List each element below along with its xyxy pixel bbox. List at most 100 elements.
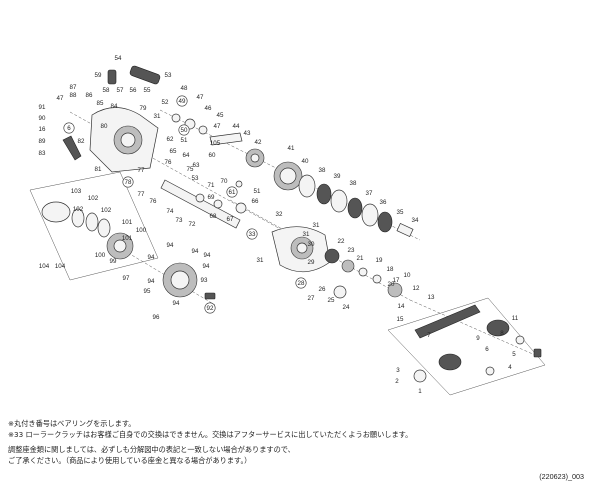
callout-99: 99 [110, 258, 117, 265]
callout-77: 77 [138, 191, 145, 198]
callout-12: 12 [413, 285, 420, 292]
callout-85: 85 [97, 100, 104, 107]
callout-label: 12 [413, 285, 420, 292]
callout-105: 105 [210, 140, 221, 147]
callout-label: 100 [95, 252, 106, 259]
callout-63: 63 [193, 162, 200, 169]
callout-label: 15 [397, 316, 404, 323]
callout-label: 22 [338, 238, 345, 245]
callout-label: 26 [319, 286, 326, 293]
callout-label: 47 [57, 95, 64, 102]
callout-13: 13 [428, 294, 435, 301]
callout-label: 97 [123, 275, 130, 282]
callout-label: 69 [208, 194, 215, 201]
callout-23: 23 [348, 247, 355, 254]
callout-21: 21 [357, 255, 364, 262]
bearing-circle-92 [204, 302, 216, 314]
callout-label: 32 [276, 211, 283, 218]
callout-label: 28 [298, 280, 305, 287]
callout-61: 61 [226, 186, 238, 198]
callout-label: 16 [39, 126, 46, 133]
callout-48: 48 [181, 85, 188, 92]
callout-104: 104 [39, 263, 50, 270]
callout-45: 45 [217, 112, 224, 119]
callout-label: 67 [227, 216, 234, 223]
callout-label: 25 [328, 297, 335, 304]
callout-label: 49 [179, 98, 186, 105]
callout-label: 104 [39, 263, 50, 270]
callout-label: 58 [103, 87, 110, 94]
handle-assembly [413, 304, 542, 383]
callout-47: 47 [197, 94, 204, 101]
callout-label: 102 [73, 206, 84, 213]
callout-36: 36 [380, 199, 387, 206]
callout-label: 36 [380, 199, 387, 206]
callout-label: 72 [189, 221, 196, 228]
callout-label: 81 [95, 166, 102, 173]
callout-94: 94 [173, 300, 180, 307]
callout-label: 19 [376, 257, 383, 264]
callout-label: 20 [388, 281, 395, 288]
callout-52: 52 [162, 99, 169, 106]
bearing-circle-61 [226, 186, 238, 198]
callout-label: 43 [244, 130, 251, 137]
callout-11: 11 [512, 315, 519, 322]
callout-60: 60 [209, 152, 216, 159]
callout-label: 59 [95, 72, 102, 79]
callout-20: 20 [388, 281, 395, 288]
callout-43: 43 [244, 130, 251, 137]
callout-49: 49 [176, 95, 188, 107]
callout-104: 104 [55, 263, 66, 270]
callout-label: 48 [181, 85, 188, 92]
callout-label: 53 [192, 175, 199, 182]
callout-label: 17 [393, 277, 400, 284]
callout-label: 9 [476, 335, 480, 342]
callout-22: 22 [338, 238, 345, 245]
callout-label: 30 [308, 241, 315, 248]
callout-51: 51 [181, 137, 188, 144]
callout-6: 6 [63, 122, 75, 134]
callout-label: 105 [210, 140, 221, 147]
callout-93: 93 [201, 277, 208, 284]
callout-6: 6 [485, 346, 489, 353]
callout-label: 94 [204, 252, 211, 259]
callout-2: 2 [395, 378, 399, 385]
callout-label: 50 [181, 127, 188, 134]
callout-label: 94 [148, 278, 155, 285]
callout-29: 29 [308, 259, 315, 266]
callout-69: 69 [208, 194, 215, 201]
callout-label: 31 [154, 113, 161, 120]
callout-label: 18 [387, 266, 394, 273]
callout-33: 33 [246, 228, 258, 240]
callout-9: 9 [476, 335, 480, 342]
note-washers-1: 調整座金類に関しましては、必ずしも分解図中の表記と一致しない場合がありますので、 [8, 445, 295, 455]
callout-label: 45 [217, 112, 224, 119]
callout-75: 75 [187, 166, 194, 173]
callout-42: 42 [255, 139, 262, 146]
callout-label: 46 [205, 105, 212, 112]
callout-37: 37 [366, 190, 373, 197]
callout-label: 62 [167, 136, 174, 143]
callout-label: 41 [288, 145, 295, 152]
callout-90: 90 [39, 115, 46, 122]
callout-label: 82 [78, 138, 85, 145]
callout-label: 83 [39, 150, 46, 157]
callout-17: 17 [393, 277, 400, 284]
callout-18: 18 [387, 266, 394, 273]
callout-label: 23 [348, 247, 355, 254]
callout-34: 34 [412, 217, 419, 224]
callout-label: 101 [122, 219, 133, 226]
callout-100: 100 [136, 227, 147, 234]
callout-16: 16 [39, 126, 46, 133]
callout-label: 51 [254, 188, 261, 195]
callout-38: 38 [350, 180, 357, 187]
callout-label: 1 [418, 388, 422, 395]
callout-label: 6 [67, 125, 71, 132]
callout-95: 95 [144, 288, 151, 295]
callout-label: 84 [111, 103, 118, 110]
callout-94: 94 [148, 278, 155, 285]
callout-84: 84 [111, 103, 118, 110]
callout-94: 94 [204, 252, 211, 259]
callout-label: 80 [101, 123, 108, 130]
callout-100: 100 [95, 252, 106, 259]
